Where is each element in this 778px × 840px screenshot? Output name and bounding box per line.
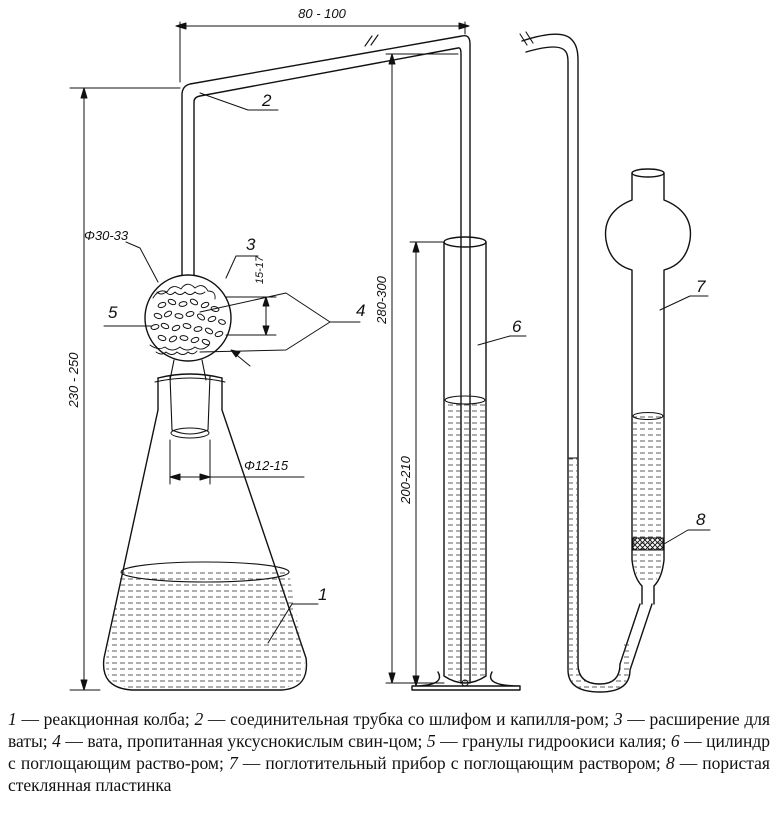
callout-4: 4 bbox=[356, 301, 365, 320]
caption-text: — гранулы гидроокиси калия; bbox=[435, 731, 671, 751]
bulb-expansion bbox=[144, 274, 232, 381]
dim-top-width: 80 - 100 bbox=[298, 6, 346, 21]
caption-num: 7 bbox=[228, 753, 238, 773]
callout-5: 5 bbox=[108, 303, 118, 322]
flask-liquid bbox=[105, 572, 305, 688]
cylinder-liquid bbox=[445, 400, 485, 682]
caption-text: — реакционная колба; bbox=[16, 709, 195, 729]
dim-tube-height: 280-300 bbox=[374, 275, 389, 324]
caption-num: 5 bbox=[426, 731, 436, 751]
porous-plate bbox=[632, 537, 664, 551]
dimension-lines bbox=[69, 21, 470, 691]
caption-num: 6 bbox=[670, 731, 680, 751]
caption-num: 2 bbox=[194, 709, 204, 729]
absorber-device bbox=[519, 31, 692, 693]
callout-3: 3 bbox=[246, 235, 256, 254]
callout-2: 2 bbox=[261, 91, 272, 110]
apparatus-diagram: 80 - 100 230 - 250 Φ30-33 15-17 Φ12-15 2… bbox=[66, 6, 711, 693]
caption-text: — поглотительный прибор с поглощающим ра… bbox=[237, 753, 666, 773]
dim-bulb-gap: 15-17 bbox=[254, 255, 266, 284]
dim-left-height: 230 - 250 bbox=[66, 352, 81, 409]
dim-neck-diameter: Φ12-15 bbox=[244, 458, 289, 473]
dim-bulb-diameter: Φ30-33 bbox=[84, 228, 129, 243]
callout-7: 7 bbox=[696, 277, 706, 296]
caption-text: — соединительная трубка со шлифом и капи… bbox=[203, 709, 614, 729]
caption-num: 3 bbox=[613, 709, 623, 729]
caption-num: 1 bbox=[8, 709, 17, 729]
callout-1: 1 bbox=[318, 585, 327, 604]
u-tube-liquid bbox=[569, 458, 631, 691]
callout-6: 6 bbox=[512, 317, 522, 336]
caption-num: 4 bbox=[52, 731, 61, 751]
cotton bbox=[149, 283, 216, 355]
dim-cylinder-height: 200-210 bbox=[398, 455, 413, 504]
caption-num: 8 bbox=[665, 753, 675, 773]
caption-text: — расширение для ваты; bbox=[8, 709, 771, 751]
figure-caption: 1 — реакционная колба; 2 — соединительна… bbox=[8, 708, 770, 796]
absorber-liquid bbox=[633, 416, 663, 584]
callout-leaders bbox=[103, 92, 711, 644]
caption-text: — цилиндр с поглощающим раство-ром; bbox=[8, 731, 770, 773]
caption-text: — пористая стеклянная пластинка bbox=[8, 753, 770, 795]
reaction-flask bbox=[102, 373, 308, 691]
caption-text: — вата, пропитанная уксуснокислым свин-ц… bbox=[60, 731, 427, 751]
absorption-cylinder bbox=[411, 236, 521, 691]
callout-8: 8 bbox=[696, 510, 706, 529]
koh-granules bbox=[150, 298, 226, 346]
